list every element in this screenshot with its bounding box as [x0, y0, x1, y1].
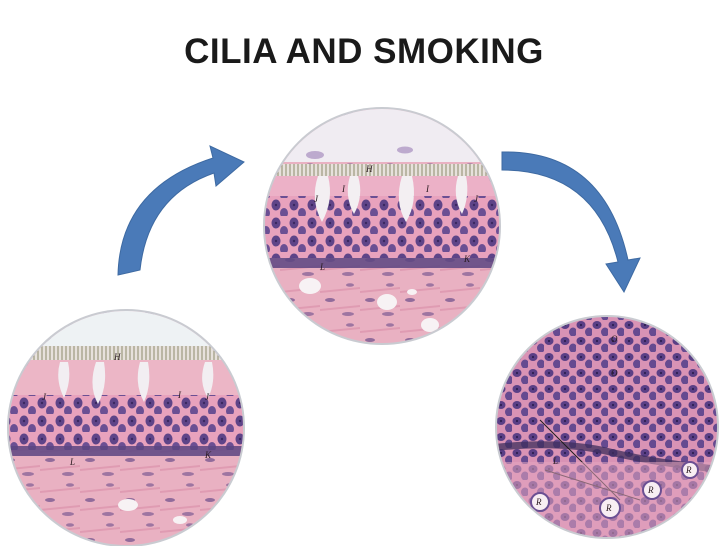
label-h: H [365, 164, 373, 174]
label-o: O [611, 334, 618, 344]
label-r: R [647, 485, 654, 495]
early-smoking-micrograph: H I J I J K L [263, 107, 501, 345]
label-l: L [319, 262, 325, 272]
label-l: L [552, 456, 558, 466]
metaplasia-micrograph: O O L R R R R [495, 315, 719, 539]
label-r: R [605, 503, 612, 513]
label-k: K [204, 450, 212, 460]
label-o: O [611, 368, 618, 378]
label-i: I [341, 184, 346, 194]
label-r: R [685, 465, 692, 475]
label-i: I [425, 184, 430, 194]
slide-title: CILIA AND SMOKING [184, 32, 544, 71]
normal-epithelium-micrograph: H J I J K L [7, 309, 245, 546]
label-j: J [314, 194, 319, 204]
label-r: R [535, 497, 542, 507]
label-j: J [205, 392, 210, 402]
label-k: K [463, 254, 471, 264]
arrow-early-to-metaplasia [501, 151, 641, 294]
label-j: J [474, 194, 479, 204]
label-h: H [113, 352, 121, 362]
label-j: J [42, 392, 47, 402]
label-l: L [69, 457, 75, 467]
label-i: I [177, 390, 182, 400]
arrow-normal-to-early [117, 145, 245, 276]
